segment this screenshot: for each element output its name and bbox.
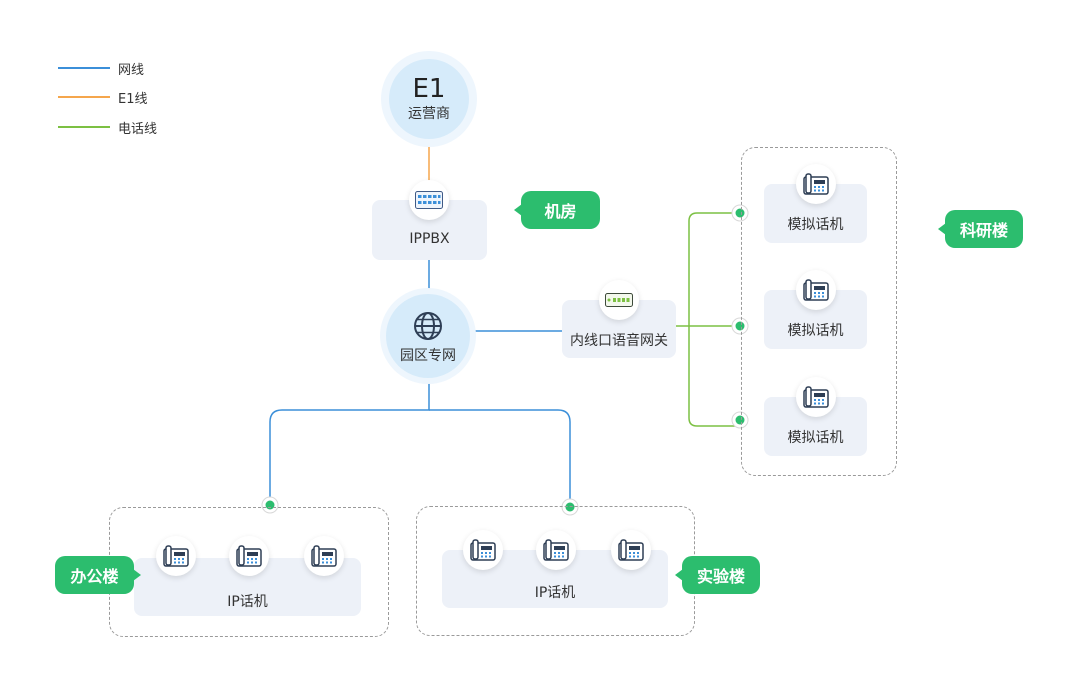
carrier-node: E1 运营商 (389, 59, 469, 139)
ip-phone-icon (156, 536, 196, 576)
server-room-tag: 机房 (514, 191, 600, 229)
globe-icon (414, 312, 442, 340)
research-building-group (741, 147, 897, 476)
voice-gateway-icon (599, 280, 639, 320)
legend-label: 网线 (118, 62, 145, 78)
analog-phone-label: 模拟话机 (787, 217, 844, 233)
lab-building-tag: 实验楼 (675, 556, 760, 594)
analog-phone-label: 模拟话机 (787, 323, 844, 339)
campus-label: 园区专网 (400, 348, 456, 364)
switch-icon (409, 180, 449, 220)
network-line-campus-office (269, 368, 430, 504)
legend-phone-line: 电话线 (58, 117, 157, 137)
network-line-campus-lab (429, 409, 571, 506)
office-building-tag: 办公楼 (55, 556, 141, 594)
legend-swatch (58, 126, 110, 128)
connector-dot (731, 411, 749, 429)
legend-swatch (58, 67, 110, 69)
legend-e1-line: E1线 (58, 87, 148, 107)
ip-phone-icon (229, 536, 269, 576)
legend-label: E1线 (118, 91, 148, 107)
research-building-tag: 科研楼 (938, 210, 1023, 248)
lab-ip-phone-label: IP话机 (534, 585, 576, 601)
phone-line-analog-1 (688, 212, 740, 427)
ip-phone-icon (304, 536, 344, 576)
ip-phone-icon (463, 530, 503, 570)
ip-phone-icon (611, 530, 651, 570)
analog-phone-label: 模拟话机 (787, 430, 844, 446)
ip-phone-icon (536, 530, 576, 570)
campus-network-node: 园区专网 (386, 294, 470, 378)
connector-dot (731, 204, 749, 222)
legend-label: 电话线 (118, 121, 158, 137)
legend-swatch (58, 96, 110, 98)
connector-dot (731, 317, 749, 335)
carrier-label: 运营商 (408, 106, 450, 122)
ippbx-label: IPPBX (409, 231, 450, 247)
office-ip-phone-label: IP话机 (227, 594, 268, 610)
legend-network-line: 网线 (58, 58, 144, 78)
gateway-label: 内线口语音网关 (570, 333, 668, 349)
desk-phone-icon (796, 377, 836, 417)
desk-phone-icon (796, 164, 836, 204)
connector-dot (561, 498, 579, 516)
desk-phone-icon (796, 270, 836, 310)
carrier-title: E1 (412, 74, 446, 104)
